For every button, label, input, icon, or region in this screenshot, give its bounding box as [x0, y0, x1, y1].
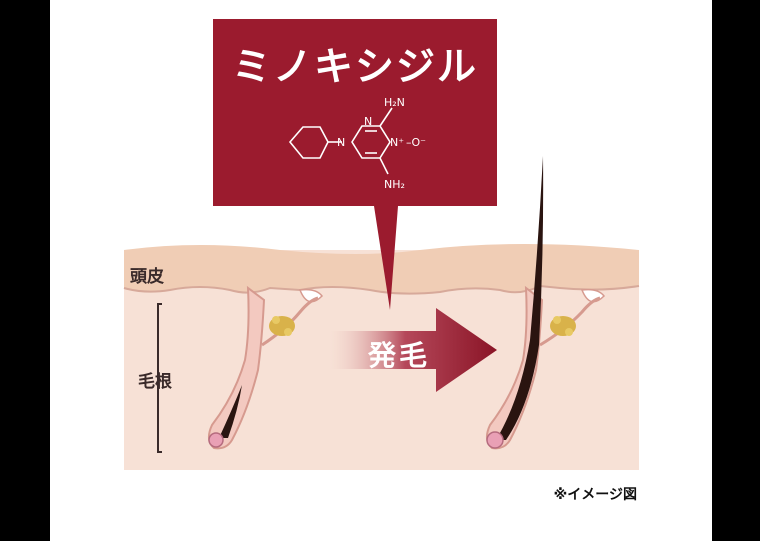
scalp-label: 頭皮 [130, 267, 164, 287]
formula-n-left: N [337, 136, 345, 149]
growth-arrow [330, 308, 497, 392]
image-note: ※イメージ図 [553, 487, 637, 503]
callout-title: ミノキシジル [231, 45, 478, 90]
epidermis-edge [123, 284, 640, 295]
formula-n-plus: N⁺ [390, 136, 404, 149]
left-hair-stub [219, 385, 242, 438]
formula-n-top: N [364, 115, 372, 128]
growth-label: 発毛 [368, 339, 431, 372]
left-duct [261, 296, 319, 347]
formula-nh2: NH₂ [384, 178, 405, 191]
hair-root-label: 毛根 [138, 372, 172, 392]
right-bulb [486, 431, 504, 449]
hair-root-bracket [157, 303, 162, 453]
callout-box [213, 19, 497, 310]
left-bulb [208, 432, 224, 448]
right-duct [539, 296, 601, 347]
left-follicle [208, 285, 266, 450]
right-hair-shaft [496, 156, 544, 440]
formula-o-minus: –O⁻ [406, 136, 426, 149]
epidermis-layer [124, 244, 639, 294]
minoxidil-structure [288, 107, 393, 175]
formula-h2n: H₂N [384, 96, 405, 109]
